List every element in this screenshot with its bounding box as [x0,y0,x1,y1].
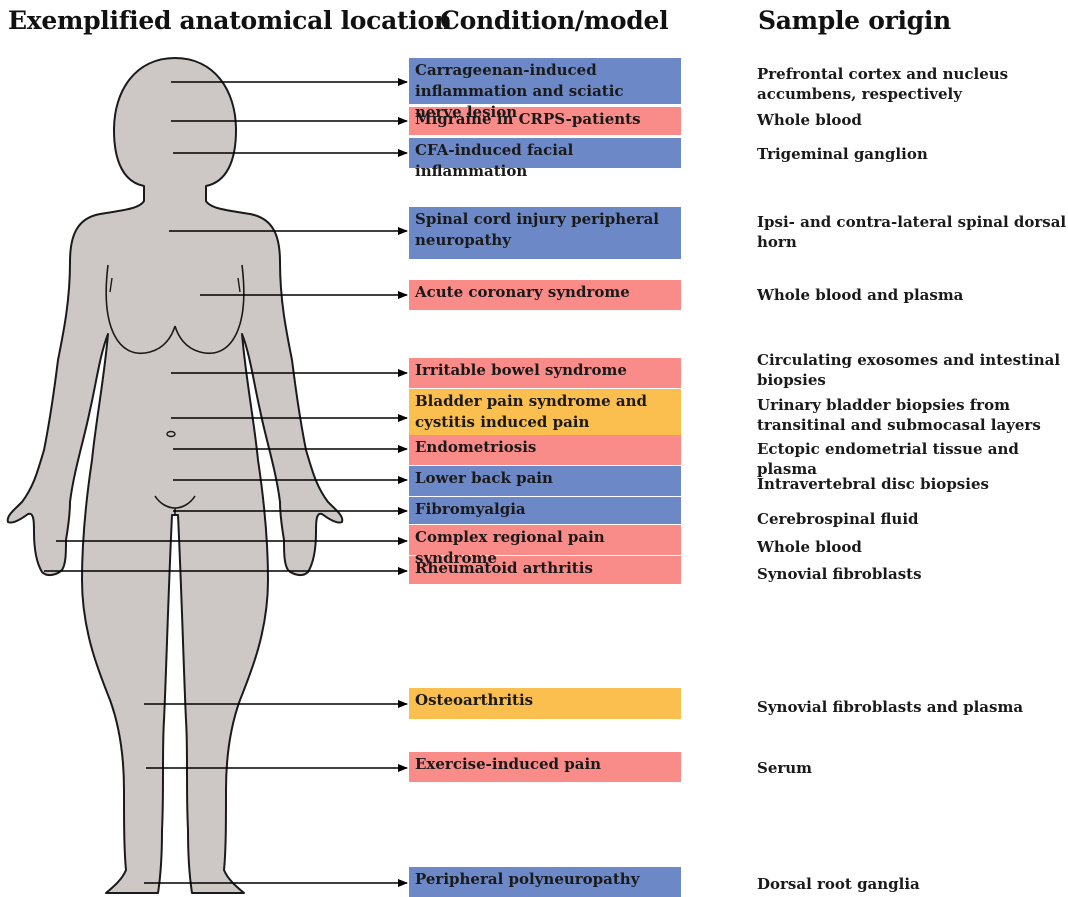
sample-origin-label: Prefrontal cortex and nucleus accumbens,… [757,64,1067,104]
condition-label: Endometriosis [409,435,681,458]
sample-origin-label: Urinary bladder biopsies from transitina… [757,395,1067,435]
condition-label: CFA-induced facial inflammation [409,138,681,182]
sample-origin-label: Intravertebral disc biopsies [757,474,1067,494]
sample-origin-label: Whole blood [757,537,1067,557]
sample-origin-label: Whole blood and plasma [757,285,1067,305]
condition-label: Exercise-induced pain [409,752,681,775]
condition-label: Bladder pain syndrome and cystitis induc… [409,389,681,433]
condition-label: Peripheral polyneuropathy [409,867,681,890]
condition-label: Acute coronary syndrome [409,280,681,303]
condition-label: Fibromyalgia [409,497,681,520]
sample-origin-label: Synovial fibroblasts and plasma [757,697,1067,717]
sample-origin-label: Dorsal root ganglia [757,874,1067,894]
sample-origin-label: Serum [757,758,1067,778]
condition-label: Lower back pain [409,466,681,489]
sample-origin-label: Trigeminal ganglion [757,144,1067,164]
condition-label: Migraine in CRPS-patients [409,107,681,130]
sample-origin-label: Ipsi- and contra-lateral spinal dorsal h… [757,212,1067,252]
sample-origin-label: Circulating exosomes and intestinal biop… [757,350,1067,390]
sample-origin-label: Whole blood [757,110,1067,130]
condition-label: Spinal cord injury peripheral neuropathy [409,207,681,251]
sample-origin-label: Synovial fibroblasts [757,564,1067,584]
sample-origin-label: Ectopic endometrial tissue and plasma [757,439,1067,479]
sample-origin-label: Cerebrospinal fluid [757,509,1067,529]
condition-label: Osteoarthritis [409,688,681,711]
condition-label: Irritable bowel syndrome [409,358,681,381]
condition-label: Rheumatoid arthritis [409,556,681,579]
